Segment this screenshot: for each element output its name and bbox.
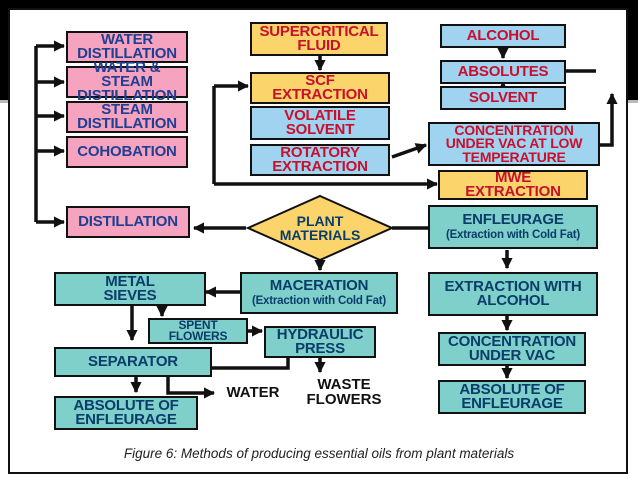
- extraction-with-alcohol-box: EXTRACTION WITH ALCOHOL: [428, 272, 598, 316]
- cohobation-box: COHOBATION: [66, 136, 188, 168]
- plant-materials-label: PLANT MATERIALS: [279, 213, 361, 243]
- figure-caption: Figure 6: Methods of producing essential…: [123, 446, 515, 461]
- maceration-subtitle: (Extraction with Cold Fat): [251, 295, 387, 308]
- enfleurage-box: ENFLEURAGE (Extraction with Cold Fat): [428, 205, 598, 249]
- volatile-solvent-box: VOLATILE SOLVENT: [250, 106, 390, 140]
- water-steam-distillation-box: WATER & STEAM DISTILLATION: [66, 60, 188, 103]
- arrow-rotatory-to-concentration: [391, 143, 428, 159]
- waste-flowers-label: WASTE FLOWERS: [306, 376, 382, 408]
- scf-extraction-box: SCF EXTRACTION: [250, 72, 390, 104]
- arrow-separator-to-water: [166, 377, 216, 399]
- mwe-extraction-box: MWE EXTRACTION: [438, 170, 588, 200]
- rotatory-extraction-box: ROTATORY EXTRACTION: [250, 144, 390, 176]
- connector-press-to-separator: [212, 358, 290, 370]
- alcohol-box: ALCOHOL: [440, 24, 566, 48]
- arrow-right-loop: [600, 92, 618, 147]
- separator-box: SEPARATOR: [54, 347, 212, 377]
- supercritical-fluid-box: SUPERCRITICAL FLUID: [250, 22, 388, 56]
- absolute-of-enfleurage-right-box: ABSOLUTE OF ENFLEURAGE: [438, 380, 586, 414]
- enfleurage-subtitle: (Extraction with Cold Fat): [445, 229, 581, 242]
- distillation-box: DISTILLATION: [66, 206, 190, 238]
- hydraulic-press-box: HYDRAULIC PRESS: [264, 326, 376, 358]
- maceration-title: MACERATION: [269, 276, 369, 294]
- absolute-of-enfleurage-left-box: ABSOLUTE OF ENFLEURAGE: [54, 396, 198, 430]
- absolutes-box: ABSOLUTES: [440, 60, 566, 84]
- steam-distillation-box: STEAM DISTILLATION: [66, 101, 188, 133]
- maceration-box: MACERATION (Extraction with Cold Fat): [240, 272, 398, 314]
- spent-flowers-box: SPENT FLOWERS: [148, 318, 248, 344]
- concentration-under-vac-box: CONCENTRATION UNDER VAC: [438, 332, 586, 366]
- plant-materials-diamond: [245, 194, 395, 262]
- metal-sieves-box: METAL SIEVES: [54, 272, 206, 306]
- water-label: WATER: [226, 384, 280, 401]
- water-distillation-box: WATER DISTILLATION: [66, 31, 188, 63]
- solvent-box: SOLVENT: [440, 86, 566, 110]
- enfleurage-title: ENFLEURAGE: [462, 210, 564, 228]
- concentration-low-temp-box: CONCENTRATION UNDER VAC AT LOW TEMPERATU…: [428, 122, 600, 166]
